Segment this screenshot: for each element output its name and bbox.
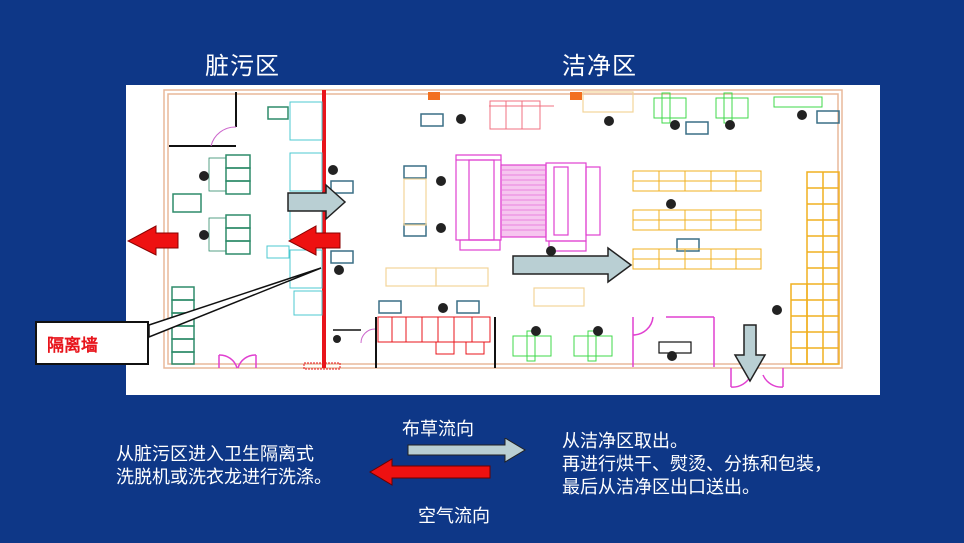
tunnel-washer-lines [502,169,545,231]
washer-extractors [266,101,323,316]
column-marker [570,92,582,100]
air-flow-arrows [126,225,341,256]
cloth-flow-arrows [287,183,767,383]
cloth-arrow-wall [287,183,347,221]
outer-wall [163,89,843,369]
clean-zone-description: 从洁净区取出。 再进行烘干、熨烫、分拣和包装， 最后从洁净区出口送出。 [562,430,832,499]
folding-machines [377,316,491,355]
dirty-room-partition [169,92,237,147]
callout-pointer [148,267,322,339]
ironers [512,92,823,362]
dirty-zone-title: 脏污区 [205,52,280,80]
description-line: 再进行烘干、熨烫、分拣和包装， [562,454,832,475]
laundry-floor-plan [126,85,880,395]
cloth-arrow-tunnel [512,246,633,284]
packing-desk [658,341,692,354]
legend-air-flow: 空气流向 [418,506,490,527]
top-conveyor [489,100,554,130]
callout-label: 隔离墙 [47,335,98,356]
tunnel-washer [455,154,601,252]
column-marker [428,92,440,100]
floor-plan-drawing [126,89,843,388]
door-swing [210,126,237,147]
air-arrow-out [126,225,179,256]
worktables [385,91,634,307]
workers [199,110,807,361]
dirty-zone-description: 从脏污区进入卫生隔离式 洗脱机或洗衣龙进行洗涤。 [116,443,332,489]
clean-zone-title: 洁净区 [562,52,637,80]
legend-cloth-flow: 布草流向 [402,419,474,440]
shelving-rows [632,170,762,270]
legend-cloth-arrow-icon [407,438,526,463]
legend-air-arrow-icon [369,458,491,486]
storage-racks [790,171,840,365]
cloth-arrow-exit [733,324,767,383]
description-line: 最后从洁净区出口送出。 [562,477,760,498]
description-line: 从脏污区进入卫生隔离式 [116,444,314,465]
tables [330,110,840,314]
packing-room [218,316,784,388]
legend-arrows [369,438,526,486]
description-line: 洗脱机或洗衣龙进行洗涤。 [116,467,332,488]
description-line: 从洁净区取出。 [562,431,688,452]
isolation-wall-callout: 隔离墙 [35,321,149,365]
air-arrow-wall [287,225,341,256]
